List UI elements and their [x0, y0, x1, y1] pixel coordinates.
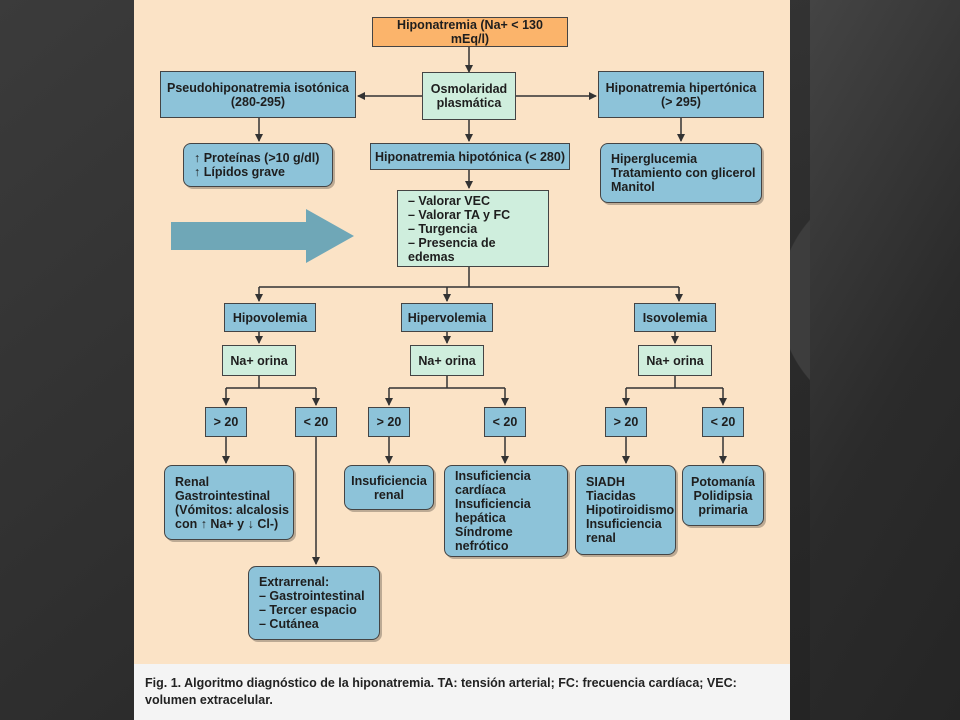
renal-gastrointestinal-node: Renal Gastrointestinal (Vómitos: alcalos… [164, 465, 294, 540]
isovolemia-node: Isovolemia [634, 303, 716, 332]
lt20-node-hipovolemia: < 20 [295, 407, 337, 437]
hiperglucemia-node: Hiperglucemia Tratamiento con glicerol M… [600, 143, 762, 203]
root-node: Hiponatremia (Na+ < 130 mEq/l) [372, 17, 568, 47]
na-orina-node-hipovolemia: Na+ orina [222, 345, 296, 376]
lt20-node-hipervolemia: < 20 [484, 407, 526, 437]
gt20-node-hipervolemia: > 20 [368, 407, 410, 437]
gt20-node-isovolemia: > 20 [605, 407, 647, 437]
hiponatremia-hipotonica-node: Hiponatremia hipotónica (< 280) [370, 143, 570, 170]
figure-caption: Fig. 1. Algoritmo diagnóstico de la hipo… [145, 676, 737, 707]
osmolaridad-node: Osmolaridad plasmática [422, 72, 516, 120]
highlight-arrow [171, 209, 354, 263]
hipovolemia-node: Hipovolemia [224, 303, 316, 332]
potomania-node: Potomanía Polidipsia primaria [682, 465, 764, 526]
lt20-node-isovolemia: < 20 [702, 407, 744, 437]
extrarrenal-node: Extrarrenal: – Gastrointestinal – Tercer… [248, 566, 380, 640]
insuficiencia-renal-node: Insuficiencia renal [344, 465, 434, 510]
hiponatremia-hipertonica-node: Hiponatremia hipertónica (> 295) [598, 71, 764, 118]
insuficiencia-cardiaca-node: Insuficiencia cardíaca Insuficiencia hep… [444, 465, 568, 557]
valorar-node: – Valorar VEC – Valorar TA y FC – Turgen… [397, 190, 549, 267]
decorative-stripe-left [0, 0, 134, 720]
hipervolemia-node: Hipervolemia [401, 303, 493, 332]
caption-band [134, 664, 790, 720]
gt20-node-hipovolemia: > 20 [205, 407, 247, 437]
siadh-node: SIADH Tiacidas Hipotiroidismo Insuficien… [575, 465, 676, 555]
proteinas-node: ↑ Proteínas (>10 g/dl) ↑ Lípidos grave [183, 143, 333, 187]
decorative-stripe [810, 0, 960, 720]
na-orina-node-hipervolemia: Na+ orina [410, 345, 484, 376]
pseudohiponatremia-node: Pseudohiponatremia isotónica (280-295) [160, 71, 356, 118]
na-orina-node-isovolemia: Na+ orina [638, 345, 712, 376]
